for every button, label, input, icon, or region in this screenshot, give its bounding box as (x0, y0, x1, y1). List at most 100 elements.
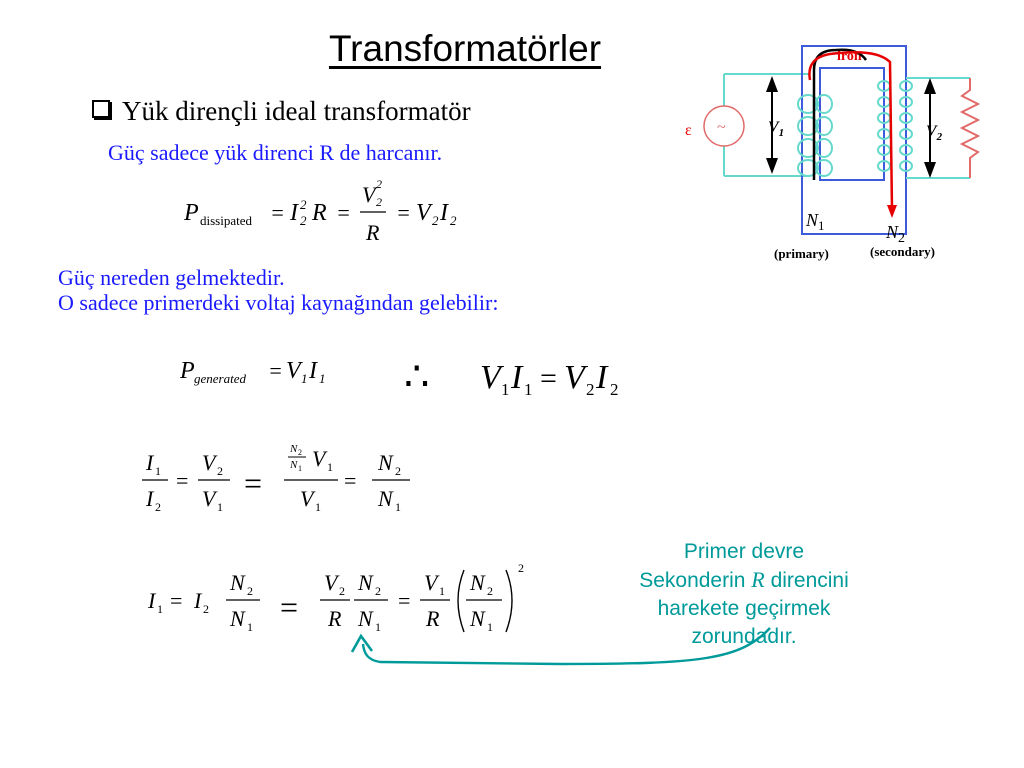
svg-text:=: = (540, 362, 557, 395)
svg-text:2: 2 (376, 177, 382, 191)
svg-text:1: 1 (247, 620, 253, 634)
emf-label: ε (685, 122, 692, 139)
svg-text:R: R (327, 606, 342, 631)
svg-text:I: I (439, 200, 449, 226)
equation-primary-current: I 1 = I 2 N 2 N 1 = V 2 R N 2 N 1 = V 1 … (146, 560, 536, 644)
svg-text:=: = (280, 589, 298, 625)
svg-text:N: N (229, 570, 246, 595)
svg-text:2: 2 (217, 464, 223, 478)
svg-text:V: V (362, 182, 378, 207)
svg-text:2: 2 (610, 380, 619, 399)
slide-title: Transformatörler (328, 28, 602, 69)
primary-label: (primary) (774, 246, 829, 261)
svg-text:1: 1 (395, 500, 401, 514)
svg-text:2: 2 (298, 448, 302, 457)
svg-text:=: = (176, 468, 188, 493)
transformer-diagram: ~ ε V1 iron R V2 N1 N2 (primary) (second… (685, 45, 980, 261)
svg-text:N: N (357, 570, 374, 595)
equation-p-dissipated: P dissipated = I 2 2 R = V 2 2 R = V 2 I… (183, 176, 484, 248)
equation-p-generated: P generated = V 1 I 1 (179, 352, 360, 392)
svg-text:2: 2 (155, 500, 161, 514)
svg-text:=: = (170, 588, 182, 613)
equation-p-dissipated-svg: P dissipated = I 2 2 R = V 2 2 R = V 2 I… (183, 177, 457, 245)
svg-text:=: = (268, 358, 283, 383)
p-dissipated-subscript: dissipated (200, 213, 252, 228)
svg-text:N: N (229, 606, 246, 631)
source-symbol: ~ (717, 119, 726, 136)
svg-text:N: N (377, 450, 394, 475)
n2-label: N2 (885, 222, 905, 246)
svg-text:R: R (425, 606, 440, 631)
note-line-1: Primer devre (683, 540, 805, 563)
svg-text:I: I (595, 359, 609, 396)
primary-coil (797, 94, 833, 177)
svg-text:N: N (289, 443, 298, 455)
v2-label: V2 (926, 123, 943, 143)
svg-text:1: 1 (375, 620, 381, 634)
svg-text:2: 2 (395, 464, 401, 478)
svg-text:V: V (202, 450, 218, 475)
svg-text:1: 1 (501, 380, 510, 399)
svg-text:1: 1 (157, 602, 163, 616)
svg-text:1: 1 (487, 620, 493, 634)
bullet-item: Yük dirençli ideal transformatör (92, 96, 471, 127)
svg-text:V: V (416, 200, 433, 226)
svg-text:I: I (510, 359, 524, 396)
svg-text:V: V (286, 358, 303, 384)
svg-text:1: 1 (524, 380, 533, 399)
svg-text:=: = (244, 465, 262, 501)
svg-text:2: 2 (203, 602, 209, 616)
svg-text:1: 1 (439, 584, 445, 598)
equation-primary-current-svg: I 1 = I 2 N 2 N 1 = V 2 R N 2 N 1 = V 1 … (147, 561, 524, 634)
note-line-3: harekete geçirmek (657, 597, 831, 620)
svg-text:1: 1 (301, 371, 308, 386)
svg-text:2: 2 (487, 584, 493, 598)
secondary-label: (secondary) (870, 244, 935, 259)
equation-p-generated-svg: P generated = V 1 I 1 (179, 358, 326, 386)
note-resistor-symbol: R (751, 567, 765, 592)
svg-text:=: = (270, 200, 285, 225)
svg-text:N: N (357, 606, 374, 631)
svg-text:2: 2 (518, 561, 524, 575)
svg-text:1: 1 (155, 464, 161, 478)
svg-text:I: I (147, 588, 157, 613)
svg-text:I: I (308, 358, 318, 384)
svg-text:N: N (377, 486, 394, 511)
svg-text:R: R (365, 220, 380, 245)
svg-text:N: N (469, 570, 486, 595)
svg-text:I: I (193, 588, 203, 613)
arrow-head-icon (350, 633, 374, 653)
svg-text:V: V (424, 570, 440, 595)
question-line-2: O sadece primerdeki voltaj kaynağından g… (58, 290, 499, 315)
svg-text:2: 2 (450, 213, 457, 228)
svg-text:P: P (184, 200, 199, 226)
svg-text:2: 2 (586, 380, 595, 399)
svg-text:I: I (289, 200, 299, 226)
svg-text:2: 2 (247, 584, 253, 598)
svg-text:=: = (336, 200, 351, 225)
svg-text:V: V (300, 486, 316, 511)
svg-text:N: N (289, 459, 298, 471)
note-line-4: zorundadır. (691, 625, 797, 648)
question-line-1: Güç nereden gelmektedir. (58, 265, 285, 290)
svg-text:2: 2 (432, 213, 439, 228)
svg-text:=: = (398, 588, 410, 613)
svg-text:2: 2 (375, 584, 381, 598)
power-dissipated-text: Güç sadece yük direnci R de harcanır. (108, 140, 443, 165)
therefore-symbol: ∴ (404, 354, 429, 399)
svg-text:=: = (344, 468, 356, 493)
svg-text:V: V (202, 486, 218, 511)
svg-text:R: R (311, 200, 327, 226)
equation-therefore: ∴ V 1 I 1 = V 2 I 2 (398, 346, 648, 406)
svg-text:I: I (145, 450, 155, 475)
svg-text:1: 1 (319, 371, 326, 386)
equation-therefore-svg: ∴ V 1 I 1 = V 2 I 2 (404, 354, 619, 399)
svg-text:V: V (324, 570, 340, 595)
ac-source-icon (703, 105, 745, 147)
n1-label: N1 (805, 210, 825, 233)
svg-text:V: V (312, 446, 328, 471)
svg-text:1: 1 (298, 464, 302, 473)
svg-text:1: 1 (327, 460, 333, 474)
equation-current-ratio: I 1 I 2 = V 2 V 1 = N 2 N 1 V 1 V 1 = N … (140, 436, 430, 522)
